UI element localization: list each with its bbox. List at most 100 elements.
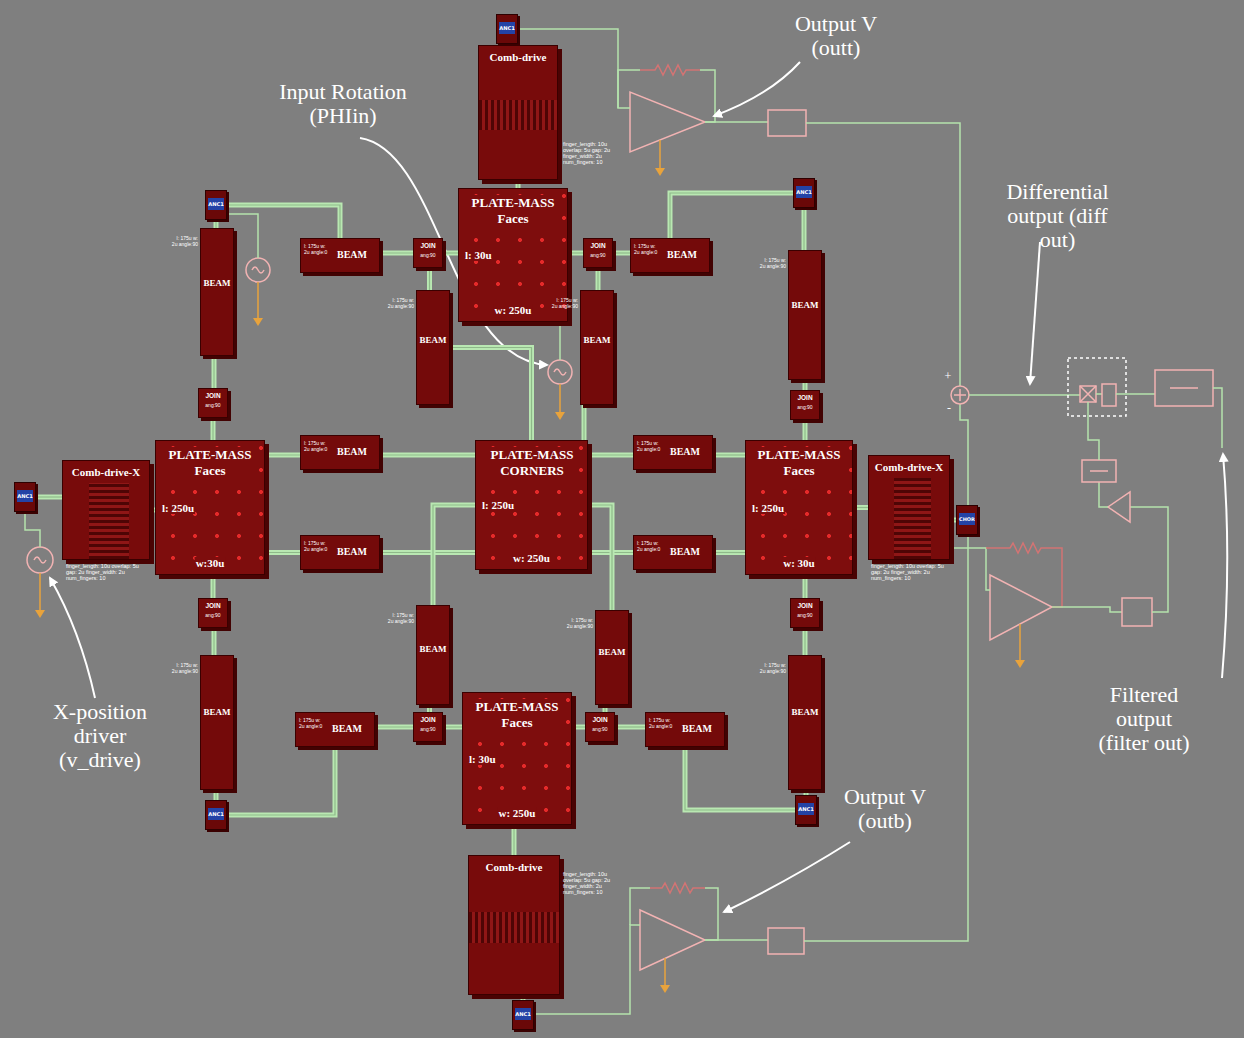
wire-line [588,454,633,455]
wire-bundle [588,505,612,610]
wire-bundle [670,193,793,238]
beam-name: BEAM [670,446,700,457]
wire-line [380,552,475,553]
wire-line [803,575,808,598]
wire-line [588,505,612,610]
wire-line [804,420,805,440]
resistor-symbol [986,543,1062,607]
wire-line [685,747,795,810]
plate-name: PLATE-MASS Faces [468,195,558,227]
leader-line [50,578,95,698]
block-symbol [768,110,806,136]
anchor-name: ANC1 [515,1008,531,1020]
bottom-output-circuit [534,404,968,1014]
plate-mass: PLATE-MASS Facesl: 30uw: 250u [458,188,568,322]
join-angle: ang:90 [586,726,614,732]
wire-line [572,726,585,727]
join-name: JOIN [199,602,227,609]
anchor-name: ANC1 [208,198,224,210]
join-name: JOIN [414,242,442,249]
join-angle: ang:90 [584,252,612,258]
join-name: JOIN [414,716,442,723]
wire-line [443,251,458,256]
wire-line [429,705,430,712]
wire-bundle [518,180,519,188]
wire-line [568,252,583,253]
plate-name: PLATE-MASS Faces [165,447,255,479]
wire-bundle [805,380,806,390]
wire-bundle [216,220,217,228]
multiplier-symbol [1080,386,1096,402]
beam-parameters: l: 175u w: 2u angle:90 [758,257,786,269]
source-mark [554,369,566,375]
beam-name: BEAM [670,546,700,557]
join-angle: ang:90 [199,402,227,408]
beam-name: BEAM [667,249,697,260]
ground-wire [664,958,666,985]
wire-line [380,453,475,458]
wire [806,123,960,386]
wire-line [615,725,645,730]
wire-bundle [429,268,430,290]
wire-line [588,505,612,610]
width-dimension: w: 250u [498,807,537,819]
wire-line [443,252,458,253]
plate-mass: PLATE-MASS Facesl: 250uw: 30u [745,440,853,575]
wire [630,888,650,925]
wire-line [443,725,462,730]
wire-line [380,252,413,253]
wire-bundle [572,727,585,728]
beam-parameters: l: 175u w: 2u angle:90 [758,662,786,674]
beam-name: BEAM [596,647,628,657]
callout-label: Filtered output (filter out) [1092,683,1196,756]
wire [1052,607,1122,612]
join-name: JOIN [586,716,614,723]
beam-block: l: 175u w: 2u angle:90BEAM [788,250,822,380]
beam-name: BEAM [682,723,712,734]
beam-parameters: l: 175u w: 2u angle:0 [649,717,676,729]
wire-line [212,628,217,655]
anchor-name: ANC1 [499,22,515,34]
anchor-block: ANC1 [512,1000,534,1030]
wire-bundle [375,727,413,728]
beam-block: l: 175u w: 2u angle:90BEAM [416,290,450,405]
join-block: JOINang:90 [583,238,613,268]
comb-parameters: finger_length: 10u overlap: 5u gap: 2u f… [563,141,625,165]
wire-line [427,268,432,290]
comb-fingers [894,478,931,559]
dashed-group [1068,358,1126,416]
wire-line [211,575,216,598]
wire-line [433,505,475,605]
width-dimension: w: 30u [782,557,815,569]
comb-drive: Comb-drivefinger_length: 10u overlap: 5u… [468,855,560,995]
wire-bundle [213,575,214,598]
wire-line [853,507,868,508]
wire-line [516,180,521,188]
beam-parameters: l: 175u w: 2u angle:90 [565,617,593,629]
join-block: JOINang:90 [790,390,820,420]
wire-line [380,550,475,555]
wire-bundle [853,507,868,508]
wire-line [588,453,633,458]
wire-line [375,725,413,730]
ground-wire [559,384,561,412]
wire-line [375,726,413,727]
wire-line [215,790,216,800]
comb-drive-name: Comb-drive [479,51,557,63]
comb-drive-name: Comb-drive [469,861,559,873]
join-block: JOINang:90 [198,388,228,418]
wire-bundle [805,628,806,655]
leader-line [724,842,850,912]
beam-block: l: 175u w: 2u angle:0BEAM [295,712,375,747]
wire-bundle [805,420,806,440]
wire-line [36,496,62,497]
wire-line [227,205,340,238]
wire-line [213,628,214,655]
ground-symbol [555,412,565,420]
beam-block: l: 175u w: 2u angle:90BEAM [788,655,822,790]
wire-bundle [588,455,633,456]
beam-parameters: l: 175u w: 2u angle:0 [304,540,331,552]
wire-bundle [214,356,215,388]
wire-bundle [685,747,795,810]
wire-bundle [568,253,583,254]
